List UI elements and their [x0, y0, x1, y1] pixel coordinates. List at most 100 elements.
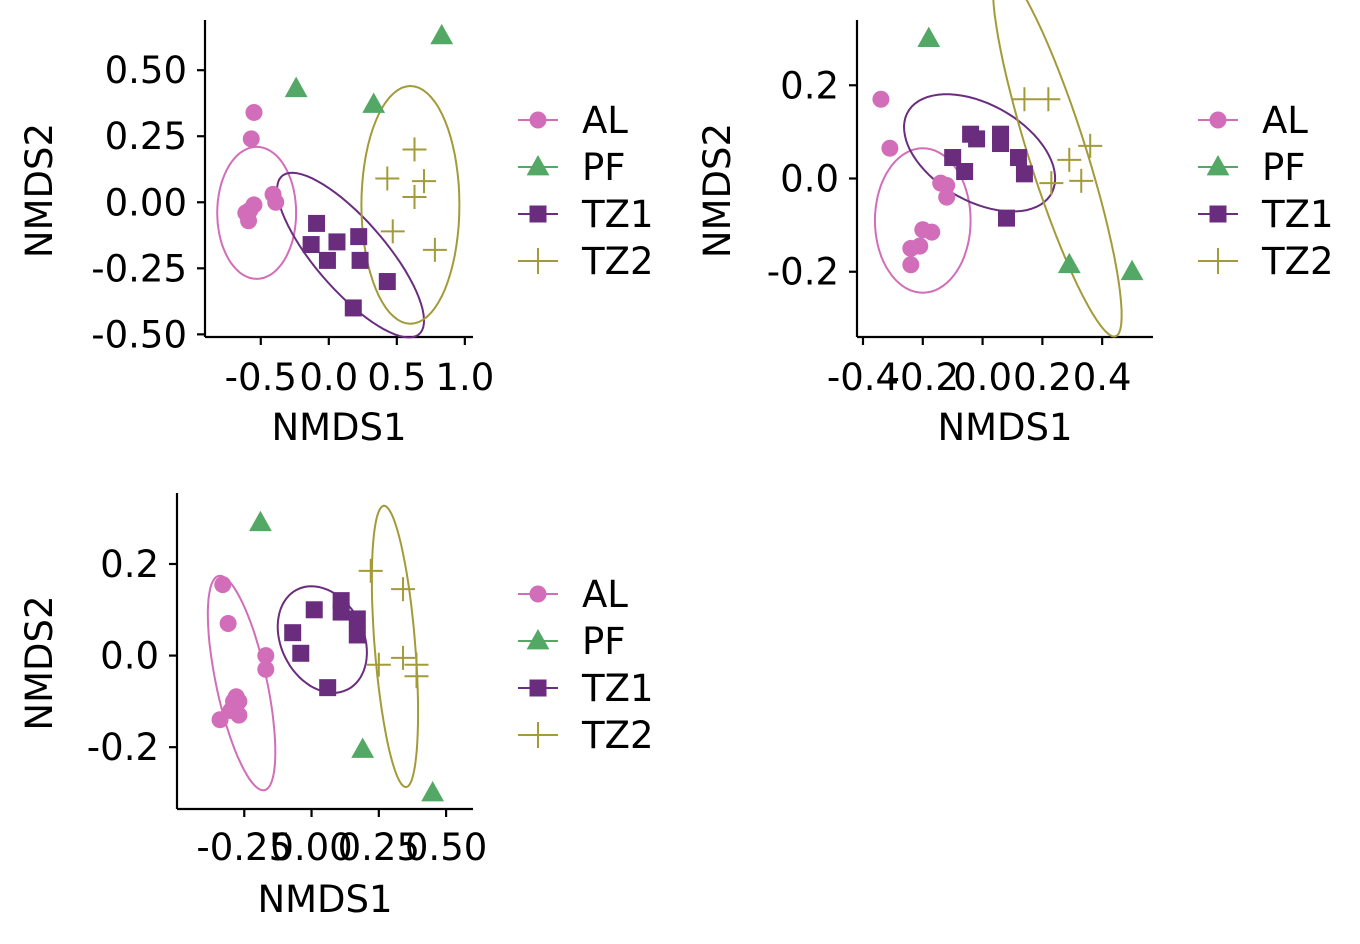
ellipse-al	[216, 145, 298, 280]
y-tick-label: -0.25	[91, 247, 187, 290]
point-tz2	[375, 166, 400, 191]
point-al	[230, 706, 248, 724]
point-tz2	[1078, 133, 1103, 158]
point-tz1	[305, 601, 323, 619]
y-tick-label: 0.00	[105, 181, 187, 224]
point-al	[214, 576, 232, 594]
point-al	[240, 212, 258, 230]
ellipse-tz1	[276, 171, 426, 339]
x-axis-title: NMDS1	[257, 878, 392, 921]
y-tick-label: 0.2	[100, 543, 159, 586]
point-tz1	[1009, 149, 1027, 167]
legend-label-al: AL	[1262, 99, 1308, 142]
point-al	[245, 103, 263, 121]
point-pf	[421, 780, 445, 802]
legend-label-tz2: TZ2	[581, 240, 654, 283]
point-pf	[1120, 259, 1144, 281]
point-al	[938, 176, 956, 194]
point-tz2	[380, 219, 405, 244]
legend-marker-al	[529, 585, 547, 603]
y-axis-title: NMDS2	[18, 595, 61, 730]
point-tz1	[284, 624, 302, 642]
point-al	[938, 188, 956, 206]
point-pf	[249, 510, 272, 532]
x-axis-title: NMDS1	[937, 406, 1072, 449]
point-tz1	[350, 228, 368, 246]
legend-label-pf: PF	[582, 620, 626, 663]
point-tz1	[348, 610, 366, 628]
legend-marker-al	[529, 111, 547, 129]
legend-label-al: AL	[582, 99, 628, 142]
point-tz2	[412, 169, 437, 194]
point-tz2	[358, 558, 383, 583]
point-al	[257, 660, 275, 678]
x-tick-label: 0.4	[1073, 356, 1132, 399]
ellipse-tz2	[370, 504, 420, 789]
x-tick-label: 0.0	[953, 356, 1012, 399]
y-tick-label: -0.2	[87, 726, 159, 769]
ellipse-tz2	[992, 0, 1123, 338]
point-al	[267, 193, 285, 211]
legend-label-tz1: TZ1	[581, 667, 654, 710]
point-tz2	[1057, 147, 1082, 172]
point-tz1	[344, 299, 362, 317]
x-axis-title: NMDS1	[271, 406, 406, 449]
point-tz1	[348, 626, 366, 644]
point-al	[881, 139, 899, 157]
y-tick-label: 0.25	[105, 115, 187, 158]
y-tick-label: -0.50	[91, 313, 187, 356]
point-al	[242, 130, 260, 148]
legend-marker-tz1	[1209, 205, 1227, 223]
ellipse-tz2	[360, 84, 461, 325]
point-al	[872, 90, 890, 108]
x-tick-label: 0.0	[299, 356, 358, 399]
x-tick-label: -0.25	[196, 826, 292, 869]
point-tz2	[1069, 168, 1094, 193]
point-tz1	[318, 251, 336, 269]
point-tz1	[351, 251, 369, 269]
point-tz1	[332, 603, 350, 621]
point-tz1	[944, 149, 962, 167]
point-tz2	[402, 184, 427, 209]
y-tick-label: -0.2	[767, 251, 839, 294]
legend-marker-pf	[526, 155, 550, 176]
point-pf	[430, 23, 454, 45]
point-tz2	[422, 237, 447, 262]
point-tz1	[378, 273, 396, 291]
y-axis-title: NMDS2	[696, 123, 739, 258]
point-al	[902, 239, 920, 257]
ellipse-al	[206, 574, 277, 792]
x-tick-label: -0.4	[827, 356, 899, 399]
ellipse-tz1	[276, 585, 368, 694]
point-tz1	[992, 135, 1010, 153]
point-tz1	[956, 163, 974, 181]
ellipse-tz1	[902, 93, 1057, 213]
point-al	[211, 711, 229, 729]
point-tz1	[319, 679, 337, 697]
legend-label-tz1: TZ1	[1261, 193, 1334, 236]
point-tz1	[1015, 165, 1033, 183]
legend-marker-al	[1209, 111, 1227, 129]
legend-marker-tz1	[529, 205, 547, 223]
point-tz2	[404, 664, 429, 689]
legend-marker-tz1	[529, 679, 547, 697]
point-tz2	[1039, 171, 1064, 196]
legend-label-al: AL	[582, 573, 628, 616]
nmds-panel-3: -0.250.000.250.50-0.20.00.2NMDS1NMDS2ALP…	[18, 493, 654, 921]
point-pf	[362, 92, 386, 113]
point-pf	[917, 26, 941, 48]
point-pf	[284, 76, 308, 98]
point-tz1	[997, 209, 1015, 227]
point-pf	[351, 737, 375, 758]
point-tz2	[391, 645, 416, 670]
point-tz1	[328, 233, 346, 251]
legend-label-pf: PF	[1262, 146, 1306, 189]
x-tick-label: 0.2	[1013, 356, 1072, 399]
legend-label-pf: PF	[582, 146, 626, 189]
legend-label-tz1: TZ1	[581, 193, 654, 236]
y-tick-label: 0.50	[105, 49, 187, 92]
